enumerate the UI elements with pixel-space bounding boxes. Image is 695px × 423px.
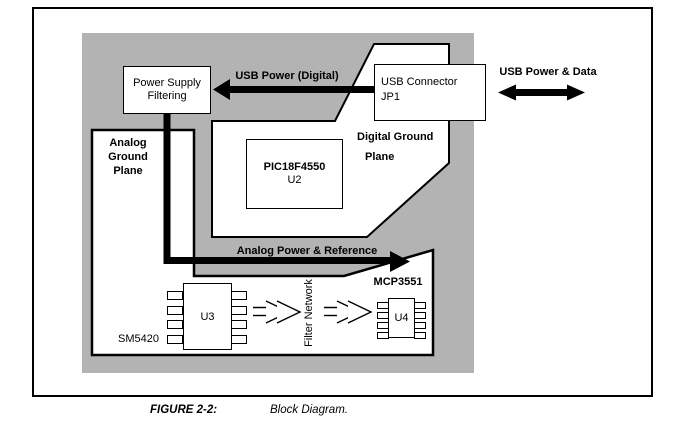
usb-connector-box: USB Connector JP1: [374, 64, 486, 121]
u3-pin: [167, 335, 183, 344]
sm5420-label: SM5420: [118, 333, 159, 345]
power-supply-filtering-box: Power Supply Filtering: [123, 66, 211, 114]
u3-chip: U3: [183, 283, 232, 350]
usb-power-digital-label: USB Power (Digital): [235, 70, 339, 82]
u4-pin: [414, 332, 426, 339]
usb-connector-ref: JP1: [381, 90, 400, 103]
pic-part-number: PIC18F4550: [263, 161, 326, 173]
u3-pin: [167, 320, 183, 329]
u3-pin: [231, 291, 247, 300]
pic18f4550-box: PIC18F4550 U2: [246, 139, 343, 209]
u3-pin: [231, 306, 247, 315]
usb-connector-label: USB Connector: [381, 75, 458, 88]
u4-pin: [414, 322, 426, 329]
analog-power-reference-label: Analog Power & Reference: [236, 245, 378, 257]
figure-caption-text: Block Diagram.: [270, 404, 348, 416]
u4-pin: [414, 312, 426, 319]
digital-ground-plane-label-line2: Plane: [365, 151, 395, 163]
analog-ground-plane-label: Analog Ground Plane: [108, 137, 148, 177]
u3-pin: [231, 335, 247, 344]
digital-ground-plane-label: Digital Ground Plane: [357, 131, 433, 163]
u3-pin: [167, 306, 183, 315]
figure-caption-label: FIGURE 2-2:: [150, 404, 218, 416]
pic-ref: U2: [287, 174, 302, 186]
u3-pin: [167, 291, 183, 300]
digital-ground-plane-label-line1: Digital Ground: [357, 131, 434, 143]
u4-pin: [414, 302, 426, 309]
usb-power-data-label: USB Power & Data: [499, 66, 597, 78]
mcp3551-label: MCP3551: [373, 276, 423, 288]
u4-chip: U4: [388, 298, 415, 338]
u3-pin: [231, 320, 247, 329]
filter-network-label: Filter Network: [303, 279, 315, 347]
